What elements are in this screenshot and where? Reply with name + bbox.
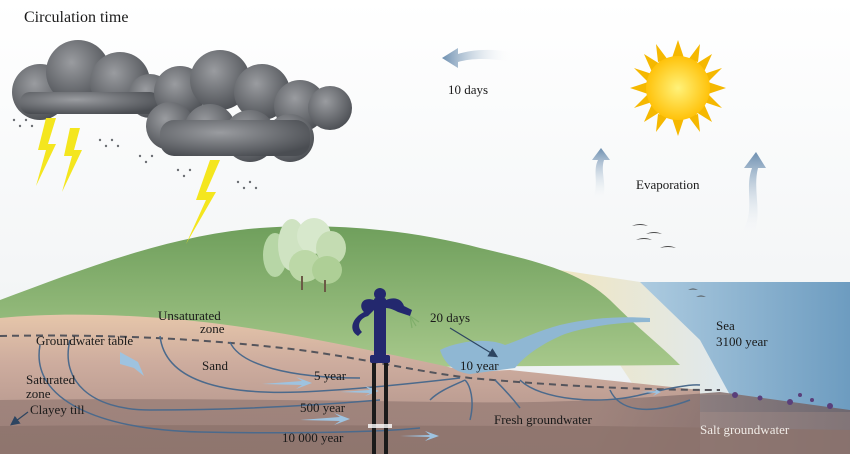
flow-arrows xyxy=(120,352,661,441)
lightning-icon xyxy=(36,118,220,244)
lake xyxy=(440,317,650,374)
sea-floor-stones xyxy=(732,392,833,409)
twenty-days-pointer xyxy=(449,327,499,358)
hand-pump-icon xyxy=(352,288,412,363)
label-saturated-1: Saturated xyxy=(26,372,76,387)
label-fresh-groundwater: Fresh groundwater xyxy=(494,412,593,427)
label-five-hundred-year: 500 year xyxy=(300,400,346,415)
groundwater-flow-lines xyxy=(38,335,701,434)
birds xyxy=(632,224,706,297)
trees xyxy=(263,218,346,292)
label-saturated-2: zone xyxy=(26,386,51,401)
label-sand: Sand xyxy=(202,358,229,373)
label-ten-days: 10 days xyxy=(448,82,488,97)
clayey-till-pointer xyxy=(10,411,29,426)
water-spray xyxy=(409,315,420,329)
sun-icon xyxy=(630,40,726,136)
label-five-year: 5 year xyxy=(314,368,347,383)
label-twenty-days: 20 days xyxy=(430,310,470,325)
label-sea-time: 3100 year xyxy=(716,334,768,349)
label-unsaturated-1: Unsaturated xyxy=(158,308,221,323)
label-unsaturated-2: zone xyxy=(200,321,225,336)
rain xyxy=(12,118,258,190)
label-ten-thousand-year: 10 000 year xyxy=(282,430,344,445)
evaporation-arrows xyxy=(592,148,766,238)
label-ten-year: 10 year xyxy=(460,358,499,373)
diagram-title: Circulation time xyxy=(24,9,128,26)
well-pipe xyxy=(368,360,392,454)
storm-clouds-icon xyxy=(12,40,352,162)
label-sea: Sea xyxy=(716,318,735,333)
ten-days-arrow xyxy=(442,48,512,68)
label-clayey-till: Clayey till xyxy=(30,402,85,417)
label-evaporation: Evaporation xyxy=(636,177,700,192)
label-groundwater-table: Groundwater table xyxy=(36,333,133,348)
label-salt-groundwater: Salt groundwater xyxy=(700,422,790,437)
